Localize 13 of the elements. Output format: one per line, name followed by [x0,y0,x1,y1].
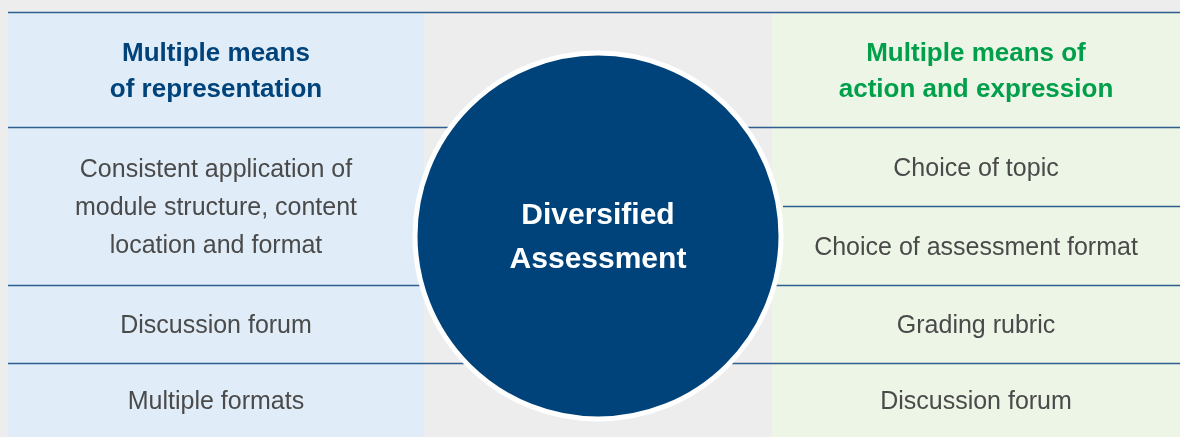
column-panel [8,12,424,437]
strategy-text: Discussion forum [880,385,1072,416]
column-heading: Multiple means of representation [108,35,324,105]
strategy-text: Discussion forum [120,309,312,340]
center-title: Diversified Assessment [508,196,688,276]
column-panel [772,12,1180,437]
center-circle [412,50,784,422]
strategy-text: Multiple formats [127,385,305,416]
strategy-text: Consistent application of module structure, content location and format [73,153,359,260]
column-heading: Multiple means of action and expression [837,35,1115,105]
strategy-text: Choice of topic [893,151,1059,183]
strategy-text: Choice of assessment format [814,230,1138,262]
strategy-text: Grading rubric [896,309,1056,340]
